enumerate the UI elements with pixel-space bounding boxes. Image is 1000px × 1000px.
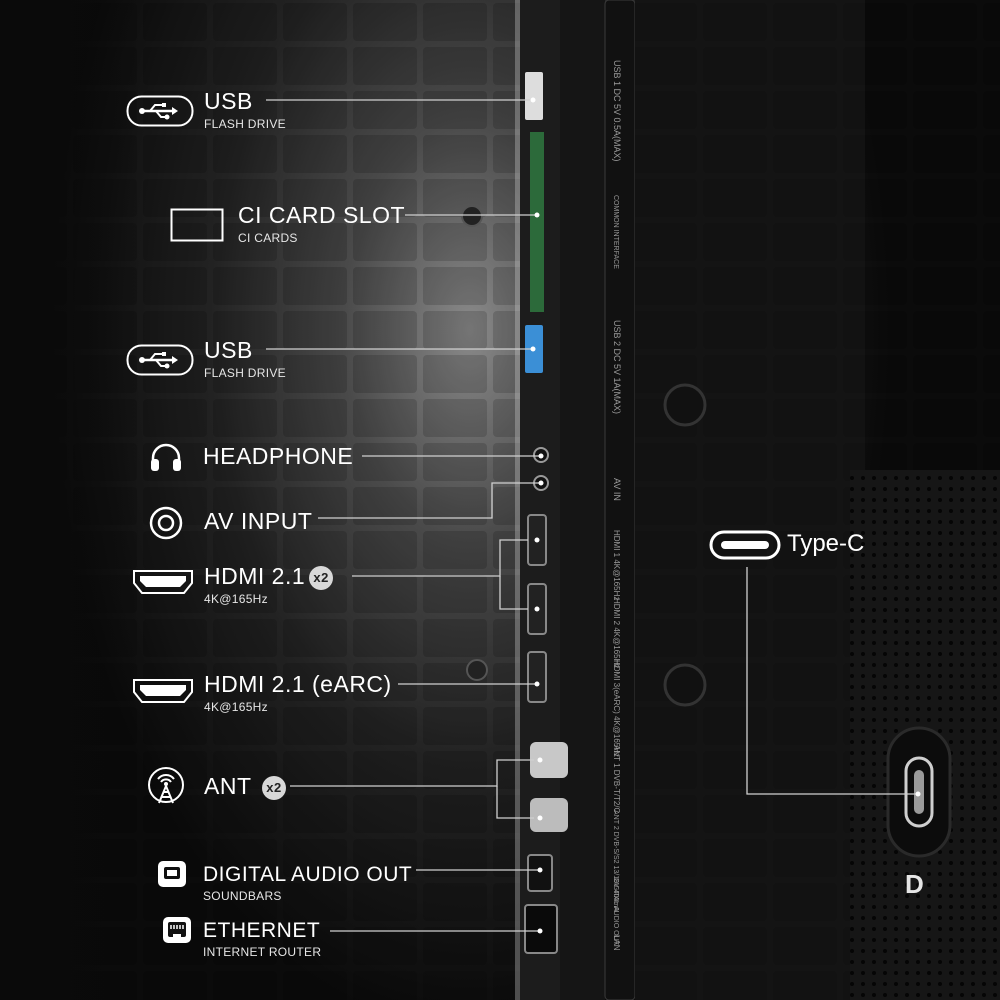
optical-icon: [158, 861, 186, 887]
label-hdmi-earc: HDMI 2.1 (eARC) 4K@165Hz: [204, 671, 392, 714]
usb-2-subtitle: FLASH DRIVE: [204, 366, 286, 380]
hdmi-count-badge: x2: [309, 565, 334, 590]
type-c-title: Type-C: [787, 530, 865, 557]
panel-text-hdmi3: HDMI 3(eARC) 4K@165Hz: [612, 660, 621, 758]
panel-text-hdmi1: HDMI 1 4K@165Hz: [612, 530, 621, 601]
ethernet-icon: [163, 917, 191, 943]
usb-1-subtitle: FLASH DRIVE: [204, 117, 286, 131]
label-av-input: AV INPUT: [204, 508, 312, 535]
label-ethernet: ETHERNET INTERNET ROUTER: [203, 919, 321, 959]
hdmi-1-title: HDMI 2.1: [204, 563, 306, 589]
panel-text-usb1: USB 1 DC 5V 0.5A(MAX): [612, 60, 622, 162]
label-usb-2: USB FLASH DRIVE: [204, 337, 286, 380]
ci-card-slot-subtitle: CI CARDS: [238, 231, 298, 245]
hdmi-icon: [133, 570, 193, 594]
panel-text-hdmi2: HDMI 2 4K@165Hz: [612, 598, 621, 669]
hdmi-1-subtitle: 4K@165Hz: [204, 592, 268, 606]
ethernet-subtitle: INTERNET ROUTER: [203, 945, 322, 959]
label-usb-1: USB FLASH DRIVE: [204, 88, 286, 131]
panel-text-optical: DIGITAL AUDIO OUT: [612, 878, 619, 945]
digital-audio-out-title: DIGITAL AUDIO OUT: [203, 863, 413, 886]
panel-text-ant2: ANT 2 DVB-S/S2 13/18V 400mA: [612, 810, 619, 912]
antenna-icon: [148, 767, 184, 804]
type-c-icon: [709, 530, 781, 560]
panel-text-ant1: ANT 1 DVB-T/T2/C: [612, 745, 621, 814]
panel-text-av: AV IN: [612, 478, 622, 501]
headphone-icon: [151, 443, 181, 471]
av-input-icon: [149, 506, 183, 540]
headphone-title: HEADPHONE: [203, 443, 354, 469]
panel-text-usb2: USB 2 DC 5V 1A(MAX): [612, 320, 622, 415]
svg-text:D: D: [905, 869, 924, 899]
usb-icon: [126, 344, 194, 376]
hdmi-earc-title: HDMI 2.1 (eARC): [204, 671, 392, 697]
ant-count-badge: x2: [261, 775, 286, 800]
label-ci-card-slot: CI CARD SLOT CI CARDS: [238, 202, 405, 245]
av-input-title: AV INPUT: [204, 508, 313, 534]
hdmi-earc-subtitle: 4K@165Hz: [204, 700, 268, 714]
card-slot-icon: [170, 208, 224, 242]
panel-text-lan: LAN: [612, 935, 621, 951]
label-digital-audio-out: DIGITAL AUDIO OUT SOUNDBARS: [203, 863, 412, 903]
ci-card-slot-title: CI CARD SLOT: [238, 202, 406, 228]
hdmi-icon: [133, 679, 193, 703]
digital-audio-out-subtitle: SOUNDBARS: [203, 889, 282, 903]
label-headphone: HEADPHONE: [203, 443, 353, 470]
usb-2-title: USB: [204, 337, 253, 363]
ethernet-title: ETHERNET: [203, 919, 321, 942]
usb-1-title: USB: [204, 88, 253, 114]
label-ant: ANT x2: [204, 773, 286, 800]
panel-text-ci: COMMON INTERFACE: [612, 195, 619, 269]
ant-title: ANT: [204, 773, 252, 799]
usb-icon: [126, 95, 194, 127]
